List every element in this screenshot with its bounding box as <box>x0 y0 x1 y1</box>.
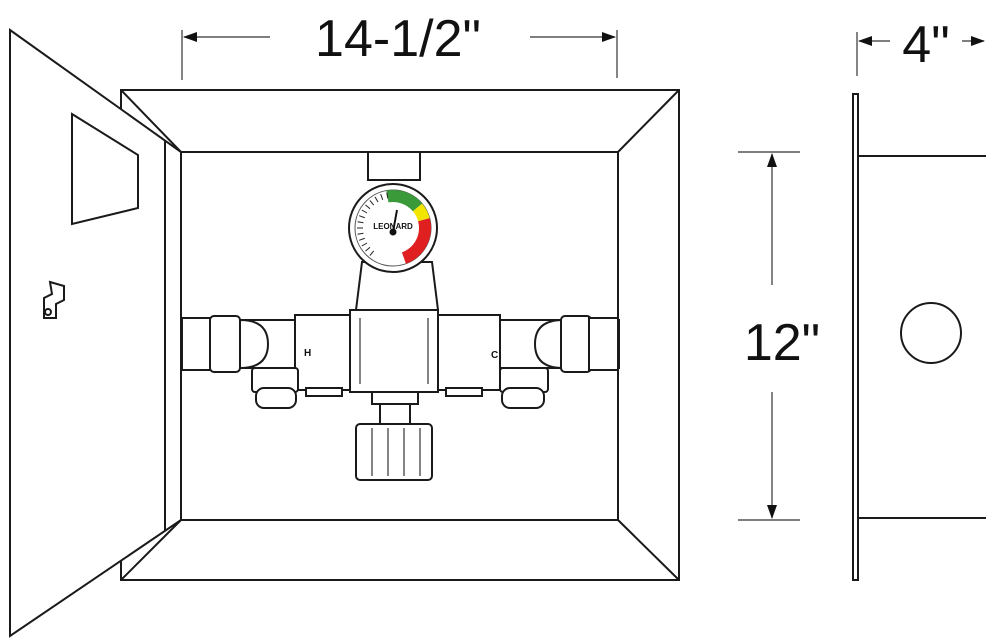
stem-collar-2 <box>379 403 411 425</box>
gauge-red-zone <box>401 218 431 264</box>
gauge-tick <box>369 250 375 256</box>
frame-bevel-tr <box>617 89 680 153</box>
left-strap <box>305 387 343 397</box>
left-inlet-pipe <box>181 317 213 371</box>
gauge-tick <box>357 232 364 235</box>
right-check-valve <box>437 314 501 391</box>
right-outlet-pipe <box>588 317 619 371</box>
left-inlet-coupling <box>209 315 241 373</box>
valve-center-body <box>349 309 439 393</box>
gauge-green-zone <box>386 189 423 212</box>
hot-label: H <box>304 348 311 359</box>
gauge-hub <box>389 228 397 236</box>
cabinet-door <box>9 28 182 638</box>
width-dimension: 14-1/2" <box>181 10 618 80</box>
cold-label: C <box>491 350 498 361</box>
gauge-tick <box>359 215 365 219</box>
gauge-needle <box>392 209 398 233</box>
right-outlet-coupling <box>560 315 592 373</box>
door-latch-icon <box>43 280 65 319</box>
gauge-tick <box>361 242 368 247</box>
right-outlet-elbow <box>533 318 564 370</box>
gauge-tick <box>361 209 368 214</box>
mixing-valve-assembly: H C <box>181 151 620 481</box>
top-pipe <box>367 151 421 181</box>
gauge-yellow-zone <box>412 203 430 222</box>
gauge-tick <box>386 192 389 199</box>
depth-dimension: 4" <box>856 16 985 76</box>
cabinet-side-view <box>852 93 986 581</box>
width-label: 14-1/2" <box>315 10 481 68</box>
frame-bevel-br <box>617 519 680 581</box>
left-nut-lower <box>255 387 297 409</box>
gauge-tick <box>374 196 379 203</box>
door-window <box>71 112 139 226</box>
right-nut-lower <box>501 387 545 409</box>
adjustment-knob[interactable] <box>355 423 433 481</box>
gauge-tick <box>365 204 371 210</box>
left-inlet-elbow <box>239 318 270 370</box>
gauge-tick <box>380 194 384 200</box>
stem-collar-1 <box>371 391 419 405</box>
gauge-tick <box>357 221 364 224</box>
height-label: 12" <box>744 314 820 372</box>
gauge-ticks <box>357 192 389 256</box>
side-flange <box>852 93 859 581</box>
frame-bevel-tl <box>120 89 182 153</box>
temperature-gauge: LEONARD <box>348 183 438 273</box>
depth-label: 4" <box>902 16 949 74</box>
gauge-tick <box>359 237 365 241</box>
right-strap <box>445 387 483 397</box>
gauge-tick <box>365 246 371 252</box>
side-knockout-circle <box>900 302 962 364</box>
frame-bevel-bl <box>120 519 182 581</box>
height-dimension: 12" <box>738 151 820 521</box>
gauge-tick <box>369 200 375 206</box>
